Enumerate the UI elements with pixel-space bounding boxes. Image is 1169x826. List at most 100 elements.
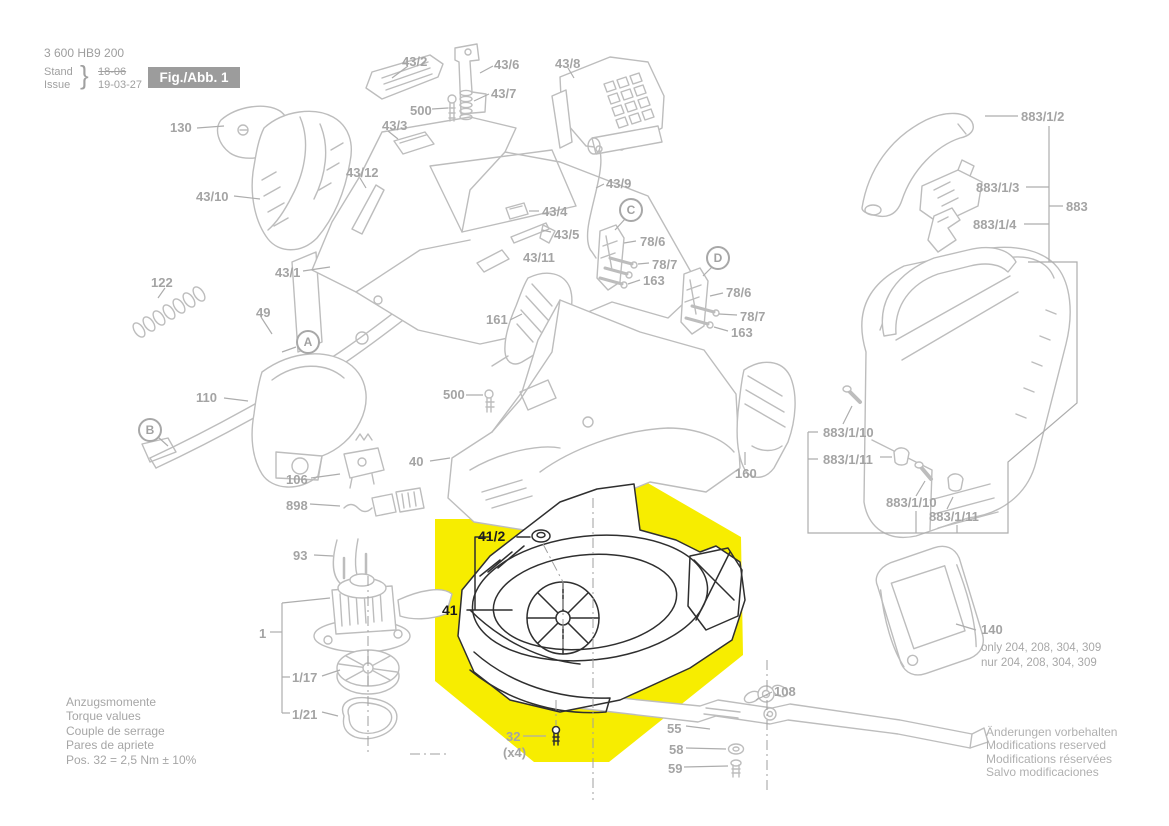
callout-163-c: 163 (643, 273, 665, 288)
part-883-1-10-pin-a (842, 385, 862, 404)
modifications-note: Änderungen vorbehalten Modifications res… (986, 725, 1118, 779)
part-43-1-housing (311, 116, 701, 345)
figure-label-box: Fig./Abb. 1 (148, 67, 240, 88)
modifications-note-line1: Änderungen vorbehalten (986, 725, 1118, 739)
callout-32: 32 (506, 729, 521, 744)
part-163-d-screws (684, 316, 714, 329)
callout-40: 40 (409, 454, 424, 469)
part-163-c-screws (598, 276, 628, 289)
callout-43-2: 43/2 (402, 54, 428, 69)
ref-letter-b: B (138, 418, 162, 442)
callout-41: 41 (442, 602, 458, 618)
part-43-3-plate (393, 131, 435, 155)
callout-43-7: 43/7 (491, 86, 517, 101)
callout-160: 160 (735, 466, 757, 481)
part-43-5-angle (510, 222, 556, 244)
callout-43-3: 43/3 (382, 118, 408, 133)
part-106-switch (343, 433, 385, 489)
issue-date: 19-03-27 (98, 79, 143, 91)
callout-106: 106 (286, 472, 308, 487)
part-41-deck (457, 483, 746, 746)
callout-883-1-4: 883/1/4 (973, 217, 1017, 232)
callout-1: 1 (259, 626, 267, 641)
part-40-chassis (447, 299, 741, 531)
issue-label: Issue (44, 79, 71, 91)
callout-163-d: 163 (731, 325, 753, 340)
part-140-cover (875, 545, 984, 676)
torque-note-line1: Anzugsmomente (66, 695, 157, 709)
variant-note: only 204, 208, 304, 309 nur 204, 208, 30… (981, 641, 1101, 671)
part-78-7-d-screws (690, 304, 720, 317)
part-43-2-bracket (365, 54, 444, 100)
callout-130: 130 (170, 120, 192, 135)
torque-note-line5: Pos. 32 = 2,5 Nm ± 10% (66, 752, 197, 767)
part-883-1-11-cap-b (947, 473, 964, 492)
callout-78-6-d: 78/6 (726, 285, 752, 300)
callout-110: 110 (196, 390, 217, 405)
callout-78-6-c: 78/6 (640, 234, 666, 249)
callout-43-4: 43/4 (542, 204, 568, 219)
part-500-screw-mid (484, 389, 495, 413)
part-161-lever (491, 272, 573, 367)
callout-883-1-10-a: 883/1/10 (823, 425, 874, 440)
callout-58: 58 (669, 742, 684, 757)
callout-1-17: 1/17 (292, 670, 318, 685)
stand-date: 18-06 (98, 66, 126, 78)
part-43-9-rod (586, 145, 603, 259)
part-108-nut (743, 684, 789, 704)
variant-note-line2: nur 204, 208, 304, 309 (981, 657, 1097, 669)
callout-78-7-c: 78/7 (652, 257, 678, 272)
callout-883-1-2: 883/1/2 (1021, 109, 1065, 124)
torque-note: Anzugsmomente Torque values Couple de se… (66, 695, 196, 767)
ref-letter-a: A (296, 330, 320, 354)
part-43-12-strip (351, 184, 385, 235)
part-110-flap (251, 353, 367, 488)
callout-500-top: 500 (410, 103, 432, 118)
part-122-spring (132, 286, 206, 338)
part-43-11-plate (476, 249, 510, 273)
callout-883-1-10-b: 883/1/10 (886, 495, 937, 510)
callout-43-6: 43/6 (494, 57, 520, 72)
callout-108: 108 (774, 684, 796, 699)
callout-1-21: 1/21 (292, 707, 318, 722)
callout-883: 883 (1066, 199, 1088, 214)
modifications-note-line3: Modifications réservées (986, 751, 1113, 766)
callout-78-7-d: 78/7 (740, 309, 766, 324)
callout-140: 140 (981, 622, 1003, 637)
callout-43-10: 43/10 (196, 189, 229, 204)
part-43-4-clip (505, 202, 529, 220)
part-58-washer (727, 743, 745, 755)
part-898-cable (343, 487, 425, 517)
part-41-2-grommet (531, 529, 551, 543)
callout-43-5: 43/5 (554, 227, 580, 242)
stand-date-struck: 18-06 (98, 66, 127, 78)
callout-49: 49 (256, 305, 271, 320)
callout-43-11: 43/11 (523, 250, 555, 265)
part-883-1-4-lever (927, 207, 961, 253)
callout-898: 898 (286, 498, 308, 513)
modifications-note-line2: Modifications reserved (986, 738, 1107, 753)
part-883-grassbox (861, 246, 1071, 538)
callout-883-1-11-a: 883/1/11 (823, 452, 873, 467)
callout-32-qty: (x4) (503, 745, 527, 760)
callout-43-9: 43/9 (606, 176, 632, 191)
part-1-21-belt (341, 696, 398, 740)
part-883-1-11-cap-a (893, 447, 910, 466)
part-78-7-c-screws (603, 256, 638, 279)
torque-note-line3: Couple de serrage (66, 723, 165, 738)
document-number: 3 600 HB9 200 (44, 46, 125, 60)
part-59-screw (730, 759, 742, 778)
part-883-1-10-pin-b (914, 461, 933, 481)
part-43-10-cover (251, 110, 352, 251)
callout-500-mid: 500 (443, 387, 465, 402)
callout-43-1: 43/1 (275, 265, 301, 280)
part-160-deflector (736, 361, 796, 478)
part-32-screw (551, 725, 561, 746)
callout-883-1-11-b: 883/1/11 (929, 509, 979, 524)
leader-lines (157, 65, 1078, 768)
callout-43-12: 43/12 (346, 165, 379, 180)
callout-161: 161 (486, 312, 508, 327)
part-883-1-2-handle (861, 112, 974, 218)
